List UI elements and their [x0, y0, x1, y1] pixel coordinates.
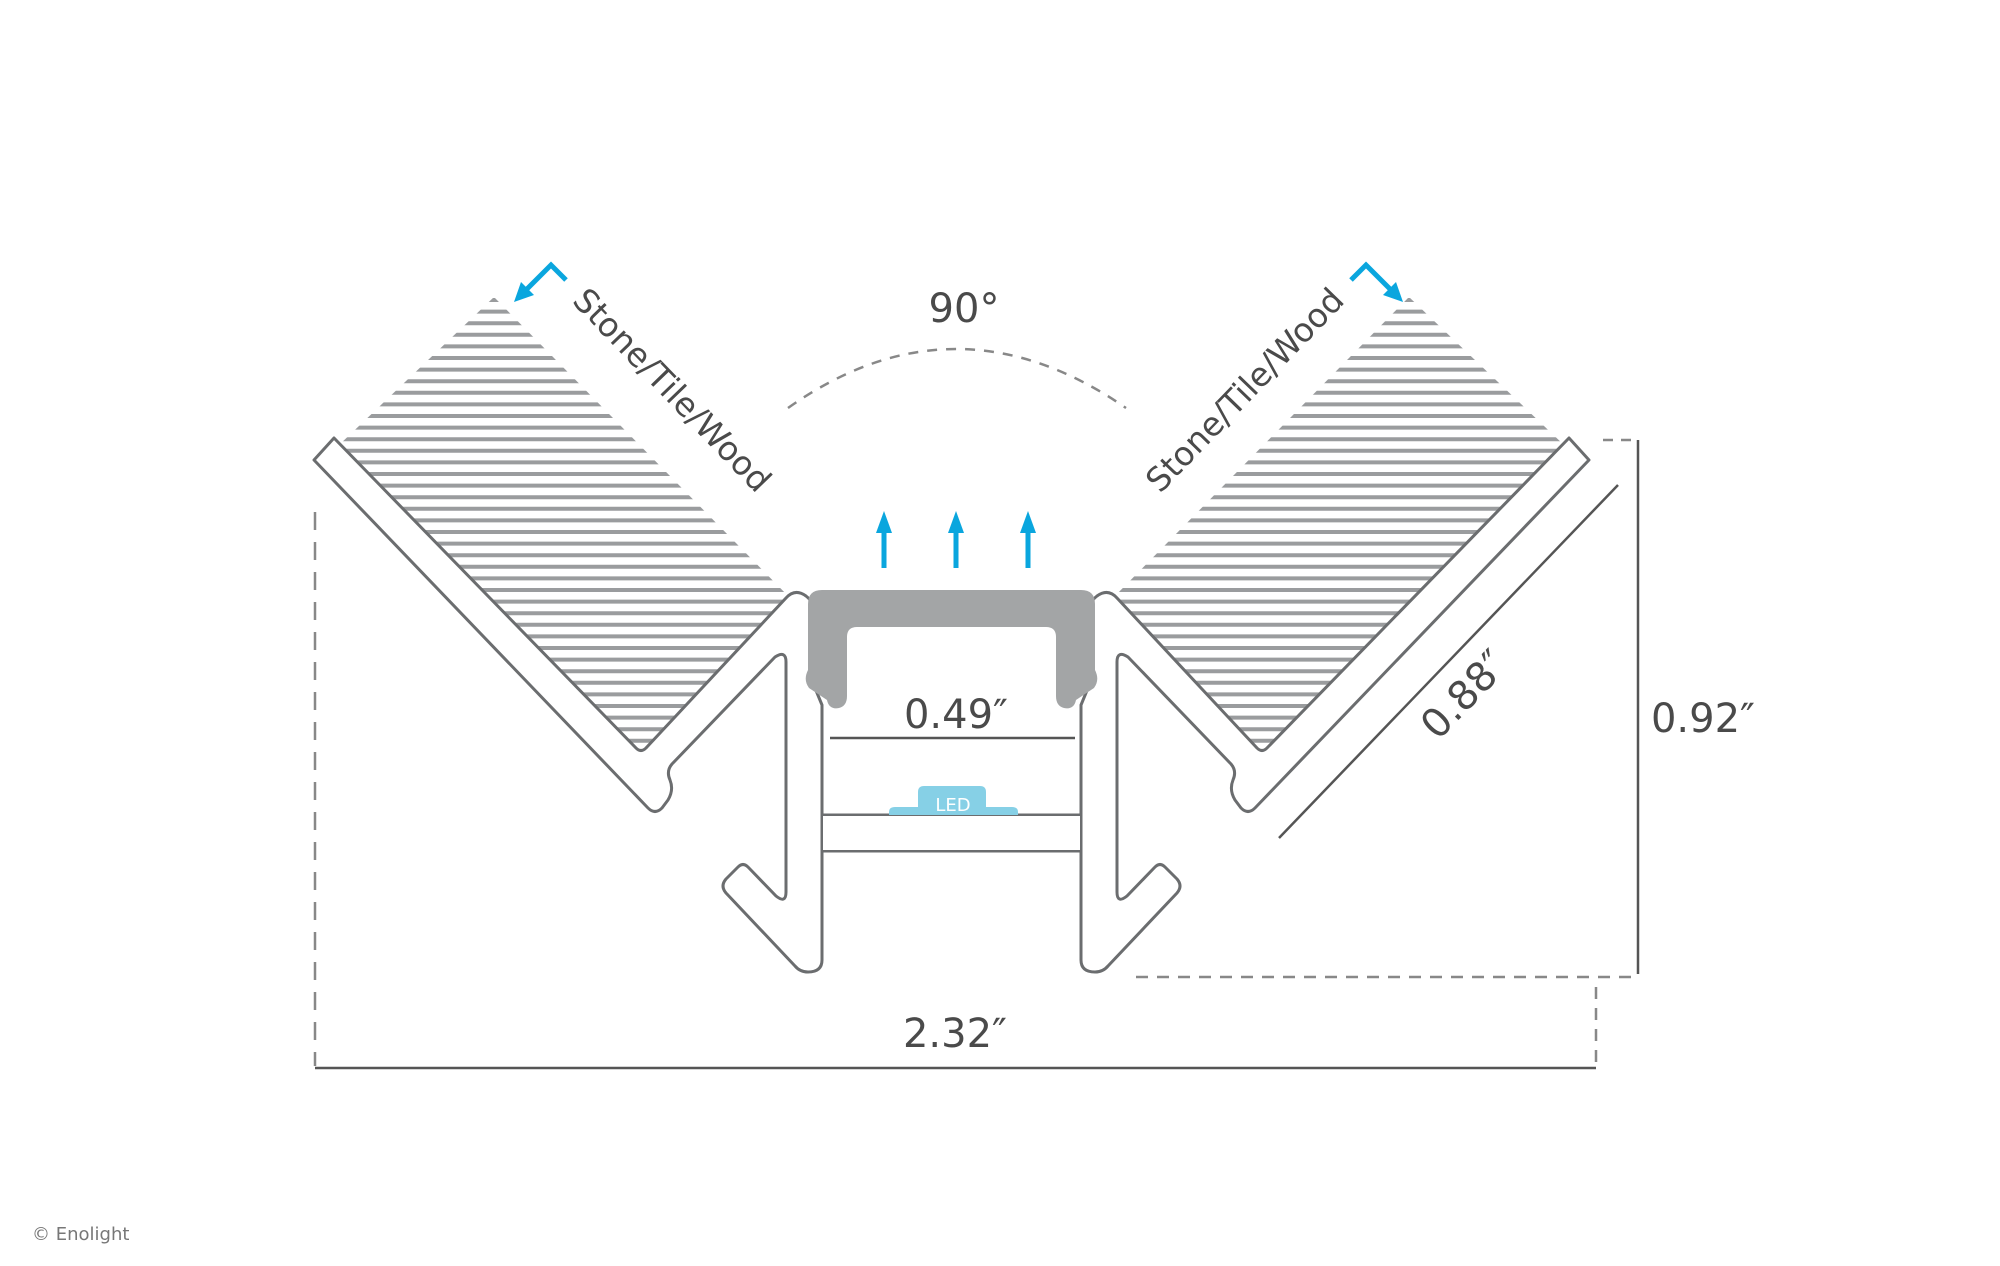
wing-dimension-label: 0.88″: [1412, 642, 1517, 749]
led-label: LED: [935, 795, 970, 816]
bent-arrow-right-icon: [1349, 261, 1403, 302]
material-label-right: Stone/Tile/Wood: [1138, 280, 1352, 499]
profile-outline-right: [1079, 436, 1591, 974]
inner-width-label: 0.49″: [904, 692, 1008, 738]
profile-left-half: [312, 436, 824, 974]
led-chip: LED: [889, 786, 1018, 816]
arrow-up-icon: [948, 511, 964, 568]
angle-label: 90°: [929, 286, 1000, 332]
diffuser-cap: [805, 590, 1098, 709]
height-dimension-label: 0.92″: [1651, 696, 1755, 742]
wing-dimension-line: [1278, 484, 1619, 839]
bent-arrow-left-icon: [514, 261, 568, 302]
arrow-up-icon: [876, 511, 892, 568]
crossbar: [823, 816, 1080, 850]
material-label-left: Stone/Tile/Wood: [565, 280, 779, 499]
copyright-notice: © Enolight: [32, 1224, 130, 1245]
arrow-up-icon: [1020, 511, 1036, 568]
angle-arc: [787, 347, 1127, 410]
total-width-label: 2.32″: [903, 1011, 1007, 1057]
profile-right-half: [1079, 436, 1591, 974]
light-direction-arrows: [876, 511, 1036, 568]
profile-outline-left: [312, 436, 824, 974]
